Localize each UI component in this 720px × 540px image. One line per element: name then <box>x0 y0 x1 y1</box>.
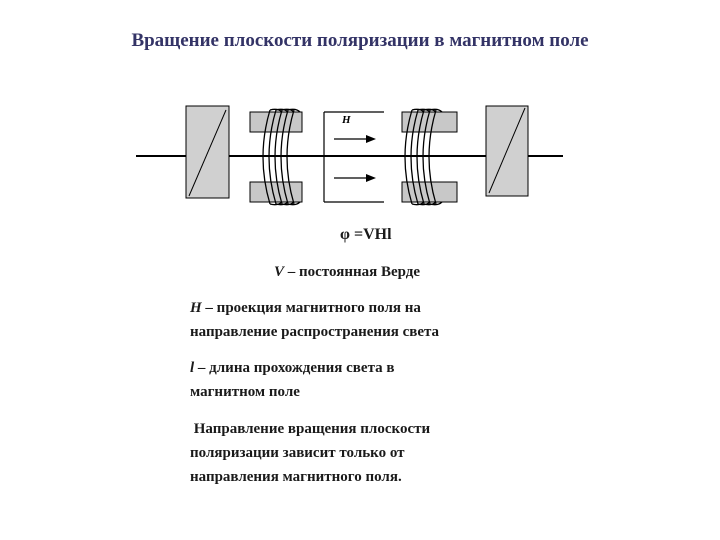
symbol-v: V <box>274 264 285 280</box>
definition-length: l – длина прохождения света в магнитном … <box>190 356 394 404</box>
polarizer-left <box>185 105 230 199</box>
definition-verdet: V – постоянная Верде <box>274 260 420 284</box>
polarizer-right <box>485 105 529 197</box>
note-line1: Направление вращения плоскости <box>190 421 431 437</box>
slide-title: Вращение плоскости поляризации в магнитн… <box>131 30 589 51</box>
definition-l-line1: – длина прохождения света в <box>194 360 395 376</box>
definition-h-line2: направление распространения света <box>190 324 440 340</box>
symbol-l: l <box>190 360 195 376</box>
field-label: H <box>341 114 351 126</box>
field-arrow-top <box>334 135 376 143</box>
coil-right <box>404 108 443 206</box>
note-line3: направления магнитного поля. <box>190 469 402 485</box>
faraday-formula: φ =VHl <box>340 226 392 243</box>
field-arrow-bottom <box>334 174 376 182</box>
symbol-h: H <box>190 300 202 316</box>
definition-l-line2: магнитном поле <box>190 384 300 400</box>
note-line2: поляризации зависит только от <box>190 445 405 461</box>
coil-left <box>262 108 301 206</box>
magnet-right <box>401 108 458 206</box>
definition-v-text: – постоянная Верде <box>284 264 421 280</box>
definition-h-line1: – проекция магнитного поля на <box>201 300 421 316</box>
definition-field: H – проекция магнитного поля на направле… <box>190 296 439 344</box>
magnet-left <box>249 108 303 206</box>
rotation-note: Направление вращения плоскости поляризац… <box>190 417 430 489</box>
field-region: H <box>323 111 384 203</box>
